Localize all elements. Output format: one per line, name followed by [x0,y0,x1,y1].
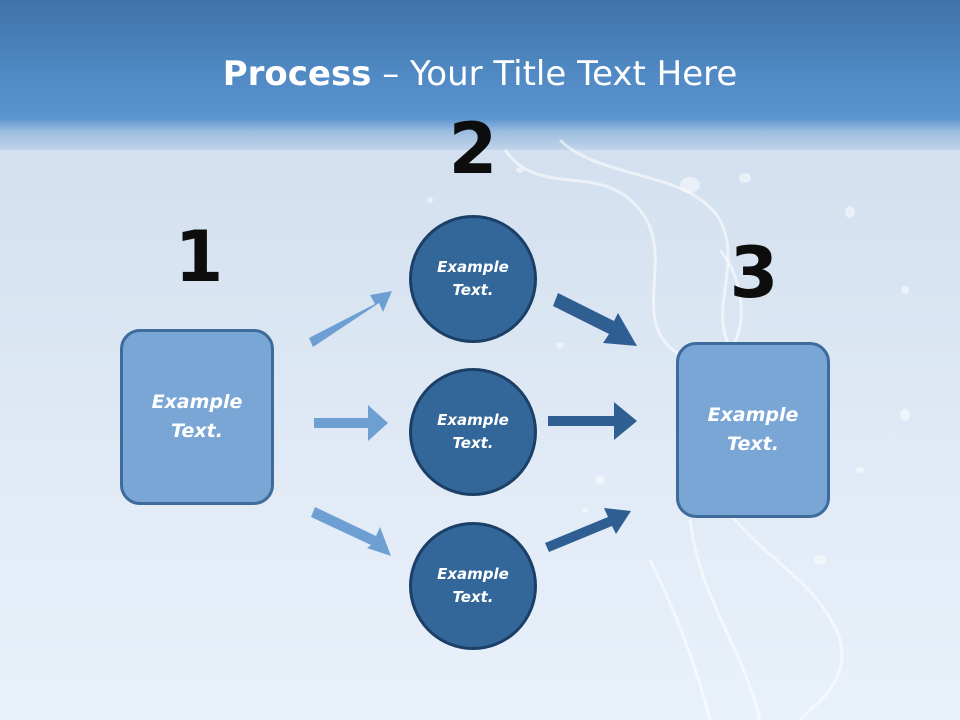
circle-top: Example Text. [409,215,537,343]
circle-middle-text: Example Text. [437,411,509,452]
right-process-box: Example Text. [676,342,830,518]
circle-top-text: Example Text. [437,258,509,299]
circle-bottom-text: Example Text. [437,565,509,606]
header-band [0,0,960,150]
left-process-box: Example Text. [120,329,274,505]
arrow-left-to-bottom [311,507,391,556]
title-rest: – Your Title Text Here [371,54,738,94]
step-number-1: 1 [174,216,224,298]
left-box-text: Example Text. [151,391,243,442]
step-number-2: 2 [448,108,498,190]
arrow-top-to-right [553,293,637,346]
right-box-text: Example Text. [707,404,799,455]
slide-title: Process – Your Title Text Here [0,52,960,96]
title-bold: Process [222,54,372,94]
arrow-middle-to-right [548,402,637,440]
circle-bottom: Example Text. [409,522,537,650]
circle-middle: Example Text. [409,368,537,496]
step-number-3: 3 [729,232,779,314]
arrow-left-to-middle [314,405,388,441]
arrow-bottom-to-right [545,508,631,552]
arrow-left-to-top [309,291,392,347]
